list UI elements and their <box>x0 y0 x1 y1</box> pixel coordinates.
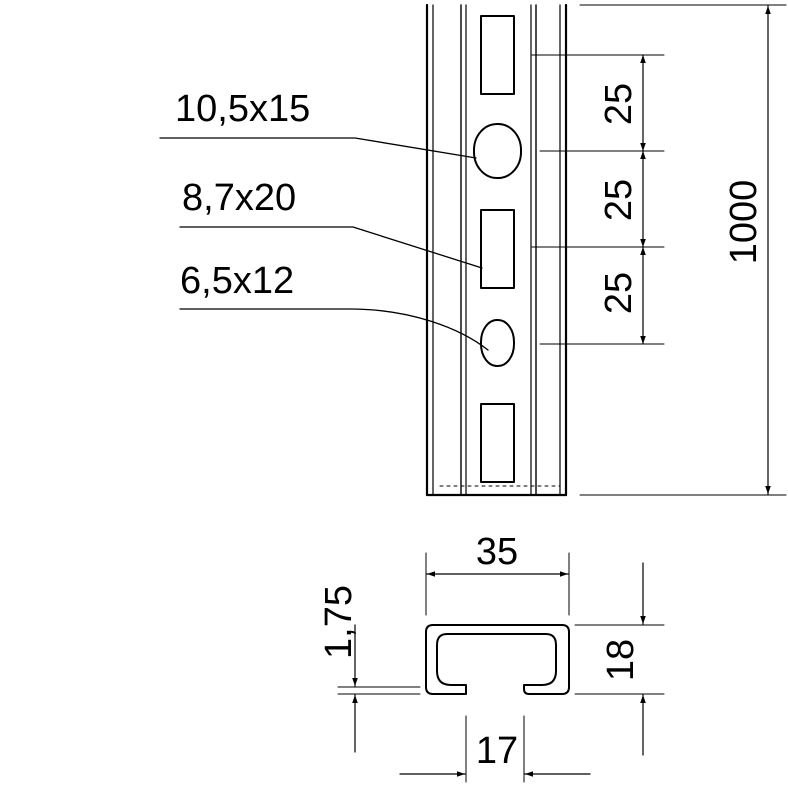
rail-cross-section <box>425 624 570 695</box>
slot-pattern <box>473 15 522 483</box>
dim-pitch-1: 25 <box>598 83 640 125</box>
rect-slot <box>480 209 515 289</box>
height-dimension: 18 <box>574 562 665 756</box>
dim-width: 35 <box>476 531 518 573</box>
callout-rect-slot: 8,7x20 <box>179 177 483 269</box>
label-small-slot: 6,5x12 <box>180 260 294 302</box>
pitch-dimensions: 25 25 25 <box>531 54 665 345</box>
callout-small-slot: 6,5x12 <box>179 260 489 351</box>
thickness-dimension: 1,75 <box>318 585 421 753</box>
rect-slot <box>480 15 515 95</box>
width-dimension: 35 <box>425 531 570 616</box>
small-slot <box>480 319 515 367</box>
dim-pitch-2: 25 <box>598 179 640 221</box>
label-round-slot: 10,5x15 <box>175 88 310 130</box>
dim-height: 18 <box>600 639 642 681</box>
dim-thickness: 1,75 <box>318 585 360 659</box>
round-slot <box>473 123 522 179</box>
callout-round-slot: 10,5x15 <box>159 88 477 159</box>
label-rect-slot: 8,7x20 <box>182 177 296 219</box>
dim-length: 1000 <box>723 180 765 265</box>
rail-front-view <box>425 3 568 497</box>
dim-opening: 17 <box>476 730 518 772</box>
rect-slot <box>480 403 515 483</box>
dim-pitch-3: 25 <box>598 272 640 314</box>
length-dimension: 1000 <box>579 4 787 496</box>
opening-dimension: 17 <box>399 715 591 783</box>
